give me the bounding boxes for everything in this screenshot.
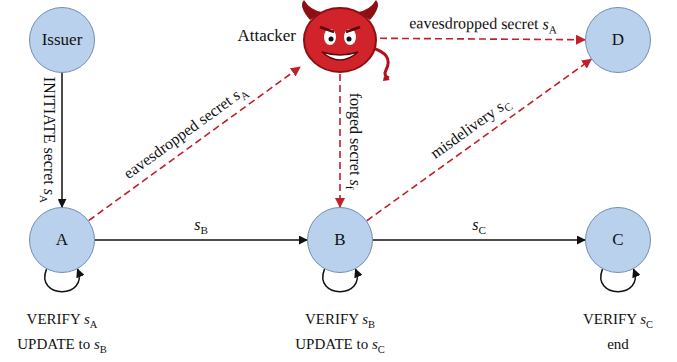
party-node: B bbox=[307, 207, 373, 273]
devil-head bbox=[304, 8, 376, 72]
step-caption: UPDATE to sC bbox=[295, 336, 385, 355]
party-node: D bbox=[585, 7, 651, 73]
node-label: A bbox=[56, 230, 68, 250]
attack-arrow bbox=[89, 67, 300, 221]
issuer-node: Issuer bbox=[29, 7, 95, 73]
edge-label: eavesdropped secret sA bbox=[119, 80, 254, 186]
message-arrow bbox=[373, 239, 585, 241]
devil-figure bbox=[302, 0, 390, 81]
devil-pupil bbox=[347, 37, 352, 42]
devil-brow bbox=[320, 27, 360, 32]
message-arrow bbox=[95, 239, 307, 241]
edge-label: INITIATE secret sA bbox=[38, 75, 59, 205]
attacker-node: Attacker bbox=[300, 2, 380, 74]
attack-arrow bbox=[380, 38, 585, 39]
edge-label: sC bbox=[470, 216, 488, 237]
party-node: A bbox=[29, 207, 95, 273]
edge-label: eavesdropped secret sA bbox=[407, 14, 559, 36]
devil-tail-tip bbox=[383, 76, 390, 81]
message-arrow bbox=[61, 73, 63, 207]
devil-pupil bbox=[329, 37, 334, 42]
edge-label: sB bbox=[192, 216, 210, 237]
node-label: D bbox=[612, 30, 624, 50]
devil-grin bbox=[322, 52, 358, 60]
devil-tail bbox=[372, 48, 389, 78]
step-caption: end bbox=[607, 336, 629, 353]
node-label: C bbox=[612, 230, 623, 250]
edge-label: misdelivery sC bbox=[425, 92, 516, 165]
edge-label: forged secret sf bbox=[344, 90, 365, 191]
step-caption: VERIFY sC bbox=[583, 311, 653, 330]
node-label: Issuer bbox=[42, 30, 83, 50]
attack-arrow bbox=[367, 59, 591, 220]
party-node: C bbox=[585, 207, 651, 273]
node-label: B bbox=[334, 230, 345, 250]
step-caption: VERIFY sB bbox=[305, 311, 375, 330]
step-caption: VERIFY sA bbox=[27, 311, 98, 330]
attacker-label: Attacker bbox=[237, 26, 296, 46]
step-caption: UPDATE to sB bbox=[17, 336, 107, 355]
attack-arrow bbox=[339, 74, 341, 207]
